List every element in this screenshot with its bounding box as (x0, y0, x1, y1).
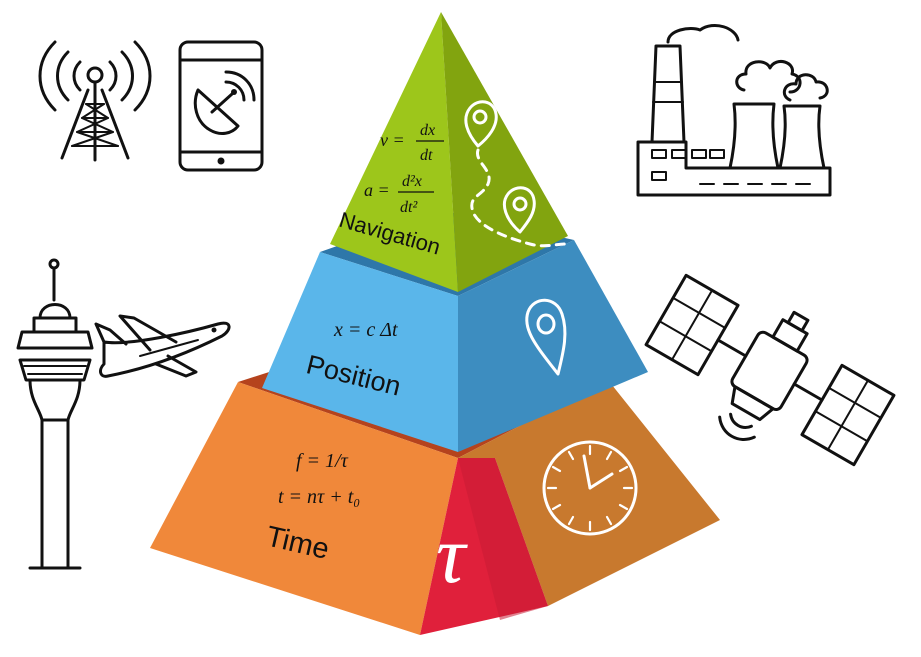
navigation-formula-v: v = (380, 130, 405, 150)
position-formula: x = c Δt (333, 319, 398, 341)
navigation-layer-front-face (330, 12, 458, 292)
power-plant-icon (636, 24, 832, 197)
pyramid: v = dx dt a = d²x dt² Navigation x = c Δ… (150, 12, 720, 635)
control-tower-icon (16, 258, 94, 570)
navigation-formula-v-num: dx (420, 122, 435, 139)
navigation-formula-a: a = (364, 180, 390, 200)
navigation-layer (330, 12, 568, 292)
navigation-formula-a-den: dt² (400, 199, 418, 216)
clock-icon (542, 440, 638, 536)
time-text: f = 1/τ t = nτ + t₀ Time τ (263, 450, 468, 600)
time-formula-t: t = nτ + t₀ (278, 486, 360, 508)
time-accent-shade (458, 458, 548, 620)
satellite-icon (644, 273, 896, 467)
navigation-formula-v-den: dt (420, 147, 433, 164)
time-tau-symbol: τ (436, 509, 468, 600)
navigation-layer-side-face (441, 12, 568, 292)
smartphone-satellite-dish-icon (178, 40, 264, 172)
time-layer-side-face (458, 380, 720, 606)
radio-tower-icon (38, 40, 152, 162)
time-layer-front-face (150, 382, 458, 635)
position-layer-side-face (458, 240, 648, 452)
airplane-icon (94, 314, 231, 378)
map-pin-icon (525, 298, 567, 376)
position-layer-front-face (262, 252, 458, 452)
time-formula-f: f = 1/τ (296, 450, 349, 472)
navigation-formula-a-num: d²x (402, 173, 422, 190)
map-pin-route-icon (464, 100, 568, 248)
